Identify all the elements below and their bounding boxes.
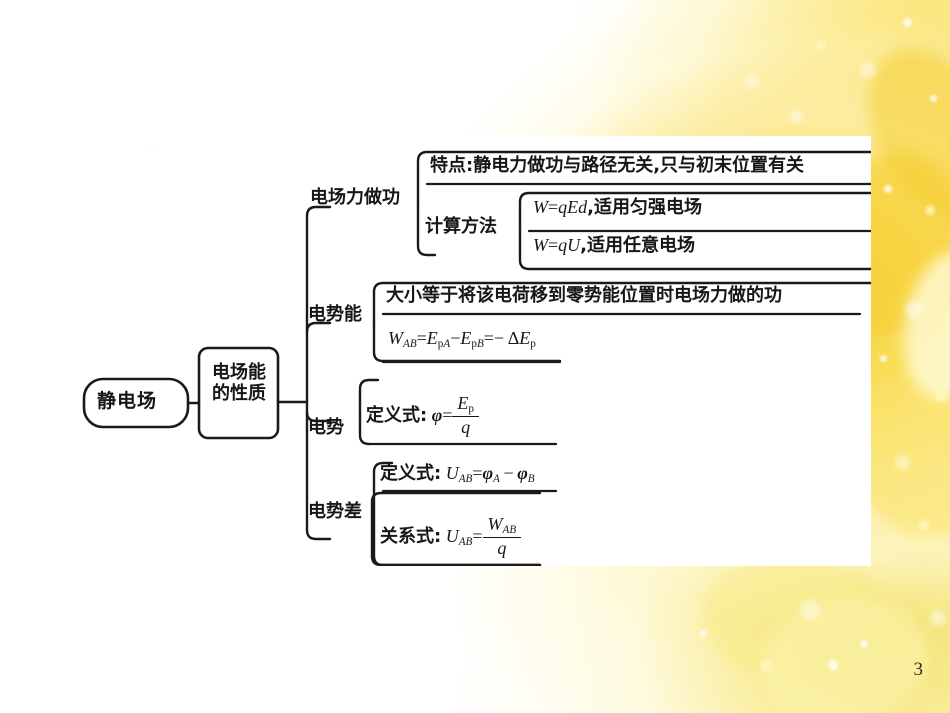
symbol-W: W [533, 197, 548, 217]
subscript-AB: AB [458, 536, 473, 549]
subscript-B: B [476, 338, 484, 351]
bokeh-dot [935, 390, 947, 402]
sub-branch-label-calculation: 计算方法 [425, 216, 497, 237]
subscript-A: A [493, 473, 500, 486]
symbol-U: U [567, 235, 581, 255]
symbol-q: q [558, 235, 568, 255]
leaf-pd-relation-prefix: 关系式: [380, 525, 442, 547]
branch-label-potential: 电势 [308, 417, 344, 438]
fraction-numerator: Ep [452, 393, 479, 418]
bokeh-dot [880, 355, 887, 362]
scan-artifact: . . [143, 142, 156, 152]
leaf-potential-energy-formula: WAB=EpA−EpB=− ΔEp [388, 329, 536, 350]
scan-artifact: .. . [125, 564, 142, 566]
mindmap-image: . . .. . .. . [0, 136, 871, 566]
symbol-E: E [567, 197, 579, 217]
symbol-E: E [460, 328, 472, 348]
leaf-potential-difference-relation: 关系式: UAB= WAB q [380, 514, 522, 560]
bokeh-dot [745, 75, 759, 89]
bokeh-dot [925, 205, 935, 215]
fraction-Ep-over-q: Ep q [452, 393, 479, 438]
symbol-minus: − [499, 463, 518, 483]
leaf-potential-definition: 定义式: φ= Ep q [366, 393, 479, 439]
scan-artifact: .. . [338, 564, 355, 566]
mindmap-skeleton [82, 150, 871, 566]
symbol-phi: φ [431, 404, 443, 425]
symbol-E: E [426, 328, 438, 348]
leaf-formula-qed-text: ,适用匀强电场 [587, 197, 702, 218]
level2-line-1: 电场能 [212, 362, 266, 383]
leaf-pd-definition-prefix: 定义式: [380, 463, 442, 484]
mindmap-root-label: 静电场 [97, 390, 158, 412]
symbol-equals: = [416, 328, 427, 348]
symbol-equals: = [548, 197, 559, 217]
page-number: 3 [913, 659, 924, 680]
symbol-equals: = [442, 404, 453, 425]
symbol-delta: Δ [507, 328, 520, 348]
bokeh-dot [700, 630, 707, 637]
symbol-U: U [445, 463, 459, 483]
bokeh-dot [800, 600, 820, 620]
symbol-equals: = [483, 328, 494, 348]
symbol-q: q [558, 197, 568, 217]
bokeh-dot [930, 610, 946, 626]
branch-label-potential-difference: 电势差 [308, 501, 362, 522]
bokeh-dot [815, 40, 826, 51]
bokeh-dot [918, 520, 929, 531]
fraction-WAB-over-q: WAB q [482, 514, 522, 559]
leaf-potential-energy-description: 大小等于将该电荷移到零势能位置时电场力做的功 [386, 285, 782, 306]
fraction-numerator: WAB [482, 514, 522, 539]
symbol-equals: = [548, 235, 559, 255]
symbol-W: W [388, 328, 403, 348]
bokeh-dot [828, 660, 838, 670]
branch-label-electric-field-work: 电场力做功 [310, 187, 400, 208]
leaf-formula-qu: W=qU,适用任意电场 [533, 236, 695, 255]
bokeh-dot [905, 300, 923, 318]
level2-line-2: 的性质 [212, 383, 266, 405]
subscript-AB: AB [403, 338, 417, 351]
symbol-equals: = [472, 463, 483, 483]
symbol-d: d [578, 197, 588, 217]
symbol-equals: = [472, 525, 483, 546]
bokeh-dot [903, 18, 912, 27]
bokeh-dot [790, 110, 803, 123]
bokeh-dot [884, 185, 892, 193]
fraction-denominator: q [497, 538, 507, 559]
mindmap-level2-label: 电场能 的性质 [206, 362, 272, 404]
subscript-pA: p [437, 338, 444, 351]
bokeh-dot [860, 62, 876, 78]
subscript-B: B [527, 473, 535, 486]
subscript-pB: p [471, 338, 477, 351]
symbol-phi: φ [482, 463, 494, 483]
symbol-phi: φ [517, 463, 528, 483]
symbol-U: U [445, 525, 459, 546]
bokeh-dot [760, 660, 772, 672]
symbol-E: E [519, 328, 531, 348]
leaf-potential-difference-definition: 定义式: UAB=φA − φB [380, 464, 535, 485]
subscript-p: p [530, 338, 536, 351]
bokeh-dot [860, 640, 868, 648]
bokeh-dot [930, 95, 937, 102]
branch-label-potential-energy: 电势能 [308, 304, 362, 325]
leaf-formula-qu-text: ,适用任意电场 [580, 235, 695, 256]
symbol-W: W [533, 235, 548, 255]
subscript-A: A [443, 338, 451, 351]
leaf-formula-qed: W=qEd,适用匀强电场 [533, 198, 702, 217]
symbol-minus: − [450, 328, 461, 348]
fraction-denominator: q [461, 417, 471, 438]
symbol-minus: − [493, 328, 508, 348]
leaf-feature-text: 特点:静电力做功与路径无关,只与初末位置有关 [430, 155, 805, 176]
leaf-potential-definition-prefix: 定义式: [366, 404, 428, 426]
subscript-AB: AB [458, 473, 473, 486]
bokeh-dot [895, 455, 910, 470]
